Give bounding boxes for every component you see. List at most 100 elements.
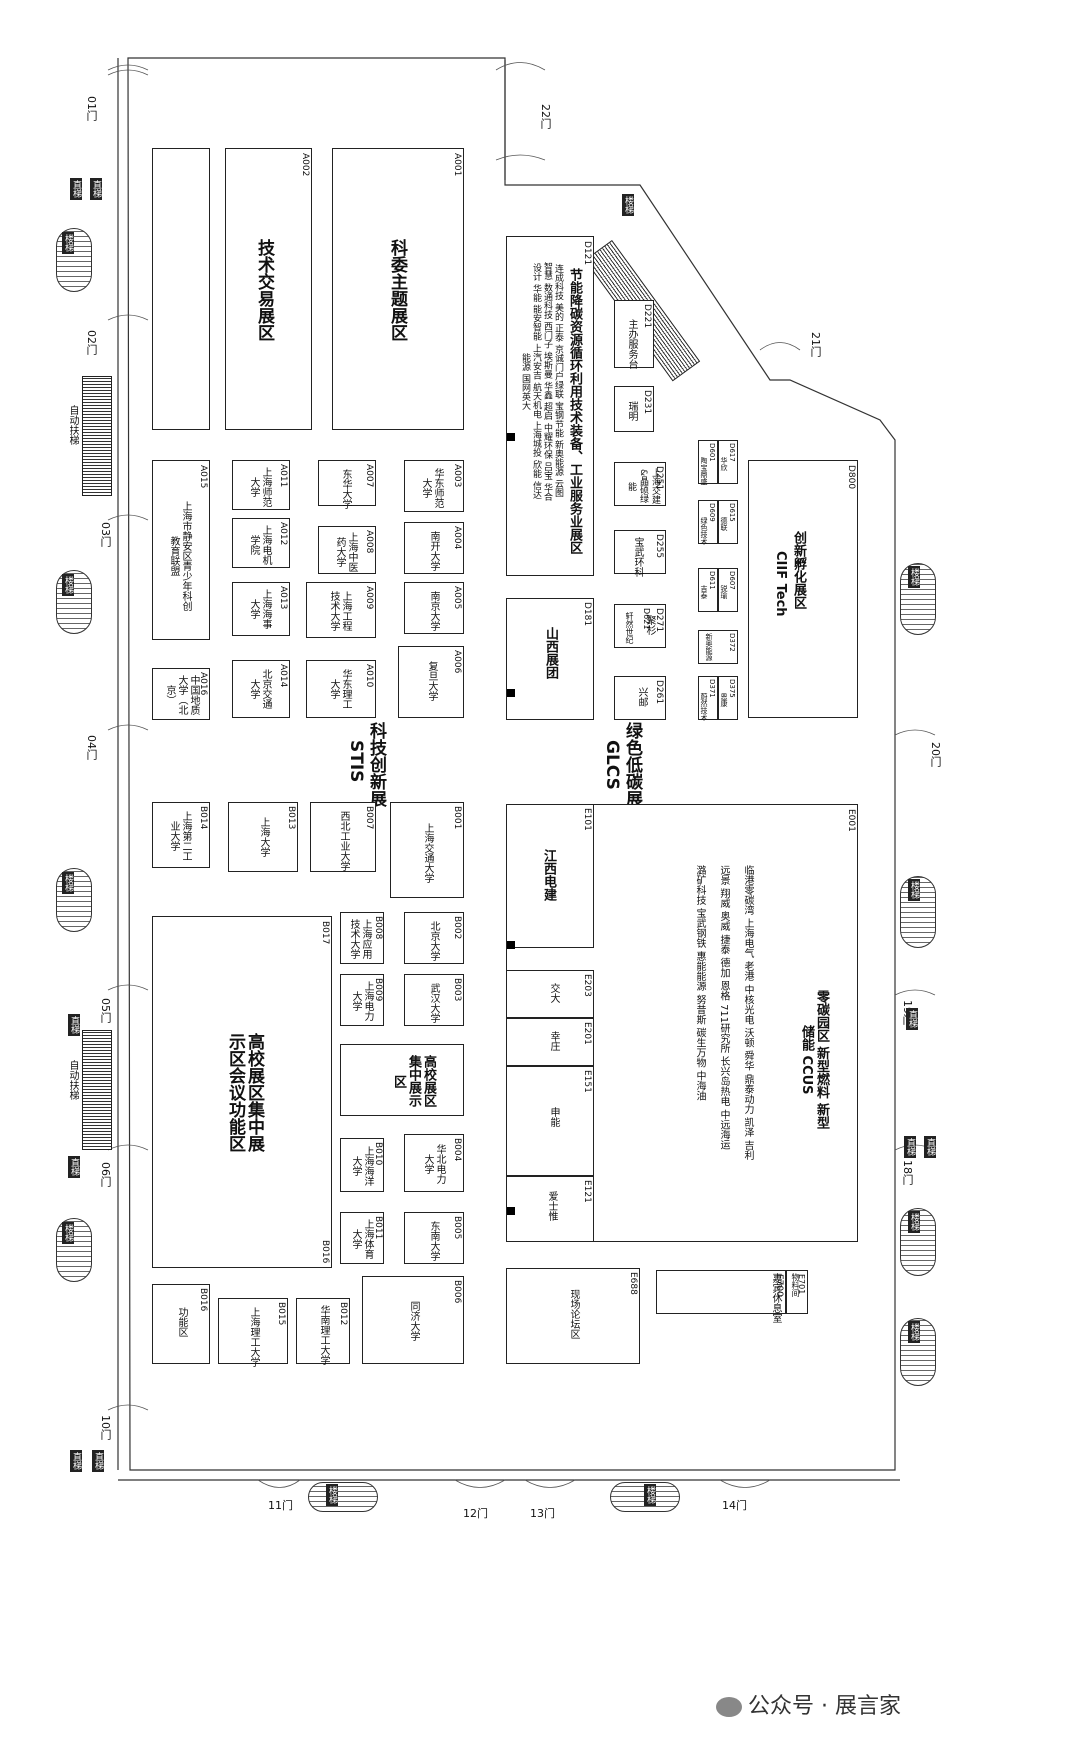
- wechat-icon: [716, 1697, 742, 1717]
- door-02[interactable]: 02门: [85, 330, 98, 355]
- booth-A001[interactable]: A001 科委主题展区: [332, 148, 464, 430]
- hall-glcs-cn: 绿色低碳展: [622, 722, 642, 807]
- door-18[interactable]: 18门: [901, 1160, 914, 1185]
- booth-D231[interactable]: D231 瑞明: [614, 386, 654, 432]
- booth-A004[interactable]: A004 南开大学: [404, 522, 464, 574]
- escalator-label: 自动扶梯: [67, 1060, 78, 1100]
- booth-D271[interactable]: D271 D621 轩然世纪 聚杉: [614, 604, 666, 648]
- booth-A015[interactable]: A015 上海市静安区青少年科创教育联盟: [152, 460, 210, 640]
- booth-A011[interactable]: A011 上海师范大学: [232, 460, 290, 510]
- booth-A003[interactable]: A003 华东师范大学: [404, 460, 464, 512]
- escalator-label: 自动扶梯: [67, 405, 78, 445]
- watermark-text: 公众号 · 展言家: [748, 1694, 901, 1719]
- stairs-label: 楼梯: [62, 574, 74, 596]
- booth-D617[interactable]: D617 华欣: [718, 440, 738, 484]
- booth-E121[interactable]: E121 爱士惟: [506, 1176, 594, 1242]
- booth-B004[interactable]: B004 华北电力大学: [404, 1134, 464, 1192]
- door-03[interactable]: 03门: [99, 522, 112, 547]
- watermark: 公众号 · 展言家: [716, 1688, 901, 1720]
- booth-A014[interactable]: A014 北京交通大学: [232, 660, 290, 718]
- door-14[interactable]: 14门: [722, 1499, 747, 1512]
- stairs-label: 楼梯: [62, 872, 74, 894]
- booth-D601[interactable]: D601 陶宝鼎盛: [698, 440, 718, 485]
- stairs-label: 楼梯: [62, 232, 74, 254]
- booth-E700[interactable]: E700 嘉宾休息室: [656, 1270, 786, 1323]
- hall-glcs-title: 绿色低碳展: [622, 722, 642, 807]
- booth-D181[interactable]: D181 山西展团: [506, 598, 594, 720]
- booth-E151[interactable]: E151 申能: [506, 1066, 594, 1176]
- elevator-icon: 直梯: [70, 1450, 82, 1472]
- booth-B008[interactable]: B008 上海应用技术大学: [340, 912, 384, 964]
- booth-D372[interactable]: D372 新奥能源: [698, 630, 738, 664]
- marker: [507, 941, 515, 949]
- stairs-label: 楼梯: [908, 566, 920, 588]
- booth-D121[interactable]: D121 节能降碳资源循环利用技术装备、工业服务业展区 连成科技 美的 正泰 京…: [506, 236, 594, 576]
- booth-B010[interactable]: B010 上海海洋大学: [340, 1138, 384, 1192]
- booth-E688[interactable]: E688 现场论坛区: [506, 1268, 640, 1364]
- booth-A009[interactable]: A009 上海工程技术大学: [306, 582, 376, 638]
- booth-D800[interactable]: D800 创新孵化展区 CIIF Tech: [748, 460, 858, 718]
- door-01[interactable]: 01门: [85, 96, 98, 121]
- door-12[interactable]: 12门: [463, 1507, 488, 1520]
- booth-B003[interactable]: B003 武汉大学: [404, 974, 464, 1026]
- booth-A002[interactable]: A002 技术交易展区: [225, 148, 312, 430]
- booth-D607[interactable]: D607 锐瑜: [718, 568, 738, 612]
- booth-A013[interactable]: A013 上海海事大学: [232, 582, 290, 636]
- door-05[interactable]: 05门: [99, 998, 112, 1023]
- booth-D615[interactable]: D615 德联: [718, 500, 738, 544]
- marker: [507, 433, 515, 441]
- booth-E101[interactable]: E101 江西电建: [506, 804, 594, 949]
- booth-D375[interactable]: D375 恩康: [718, 676, 738, 720]
- booth-B006[interactable]: B006 同济大学: [362, 1276, 464, 1364]
- booth-B002[interactable]: B002 北京大学: [404, 912, 464, 964]
- booth-E701[interactable]: E701 物料间: [786, 1270, 808, 1314]
- booth-B005[interactable]: B005 东南大学: [404, 1212, 464, 1264]
- elevator-icon: 直梯: [68, 1014, 80, 1036]
- booth-B015[interactable]: B015 上海理工大学: [218, 1298, 288, 1367]
- hall-glcs-en: GLCS: [602, 740, 622, 790]
- door-20[interactable]: 20门: [929, 742, 942, 767]
- booth-D221[interactable]: D221 主办服务台: [614, 300, 654, 369]
- booth-B007[interactable]: B007 西北工业大学: [310, 802, 376, 872]
- booth-D255[interactable]: D255 宝武环科: [614, 530, 666, 577]
- booth-A008[interactable]: A008 上海中医药大学: [318, 526, 376, 574]
- booth-D371[interactable]: D371 蔚然技术: [698, 676, 718, 721]
- hall-stis-title: 科技创新展: [366, 722, 386, 807]
- booth-A006[interactable]: A006 复旦大学: [398, 646, 464, 718]
- booth-B012[interactable]: B012 华南理工大学: [296, 1298, 350, 1365]
- booth-B014[interactable]: B014 上海第二工业大学: [152, 802, 210, 868]
- stairs-icon: [308, 1482, 378, 1512]
- booth-B017[interactable]: B017 B016 高校展区集中展示区会议功能区: [152, 916, 332, 1268]
- booth-A007[interactable]: A007 东华大学: [318, 460, 376, 509]
- door-22[interactable]: 22门: [539, 104, 552, 129]
- stairs-label: 楼梯: [644, 1484, 656, 1506]
- booth-D611[interactable]: D611 吉泰: [698, 568, 718, 612]
- booth-A012[interactable]: A012 上海电机学院: [232, 518, 290, 568]
- elevator-icon: 直梯: [70, 178, 82, 200]
- booth-BGX[interactable]: 高校展区集中展示区: [340, 1044, 464, 1116]
- stairs-icon: [900, 1318, 936, 1386]
- door-13[interactable]: 13门: [530, 1507, 555, 1520]
- booth-E203[interactable]: E203 交大: [506, 970, 594, 1018]
- door-21[interactable]: 21门: [809, 332, 822, 357]
- door-06[interactable]: 06门: [99, 1162, 112, 1187]
- booth-blank[interactable]: [152, 148, 210, 430]
- booth-D261[interactable]: D261 兴邮: [614, 676, 666, 720]
- elevator-icon: 直梯: [904, 1136, 916, 1158]
- booth-D609[interactable]: D609 绿色技术: [698, 500, 718, 545]
- booth-A010[interactable]: A010 华东理工大学: [306, 660, 376, 718]
- door-11[interactable]: 11门: [268, 1499, 293, 1512]
- door-04[interactable]: 04门: [85, 735, 98, 760]
- booth-A016[interactable]: A016 中国地质大学（北京）: [152, 668, 210, 720]
- booth-B013[interactable]: B013 上海大学: [228, 802, 298, 872]
- booth-B001[interactable]: B001 上海交通大学: [390, 802, 464, 898]
- door-10[interactable]: 10门: [99, 1415, 112, 1440]
- marker: [507, 689, 515, 697]
- booth-E201[interactable]: E201 幸庄: [506, 1018, 594, 1066]
- booth-A005[interactable]: A005 南京大学: [404, 582, 464, 634]
- booth-B016[interactable]: B016 功能区: [152, 1284, 210, 1364]
- booth-B011[interactable]: B011 上海体育大学: [340, 1212, 384, 1264]
- booth-D251[interactable]: D251 上海交建&晶硕绿能: [614, 462, 666, 506]
- booth-B009[interactable]: B009 上海电力大学: [340, 974, 384, 1026]
- elevator-icon: 直梯: [92, 1450, 104, 1472]
